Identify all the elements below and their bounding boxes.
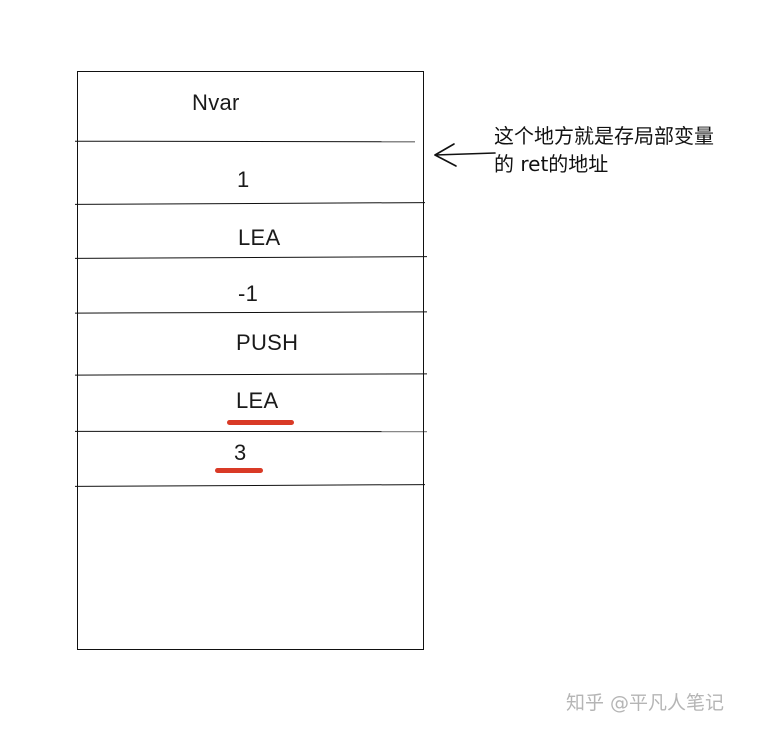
annotation-line: 的 ret的地址 — [494, 152, 609, 176]
stack-cell-label: PUSH — [236, 330, 299, 355]
arrow-icon — [434, 143, 496, 167]
stack-cell-label: LEA — [236, 388, 279, 413]
watermark: 知乎 @平凡人笔记 — [566, 692, 725, 714]
annotation-text: 这个地方就是存局部变量 的 ret的地址 — [494, 122, 714, 178]
stack-diagram — [77, 71, 424, 650]
stack-cell-label: 3 — [234, 440, 247, 465]
stack-cell-label: 1 — [237, 167, 250, 192]
annotation-line: 这个地方就是存局部变量 — [494, 124, 714, 148]
stack-cell-label: Nvar — [192, 90, 240, 115]
stack-cell-label: -1 — [238, 281, 259, 306]
stack-cell-label: LEA — [238, 225, 281, 250]
highlight-underline — [215, 468, 263, 473]
highlight-underline — [227, 420, 294, 425]
